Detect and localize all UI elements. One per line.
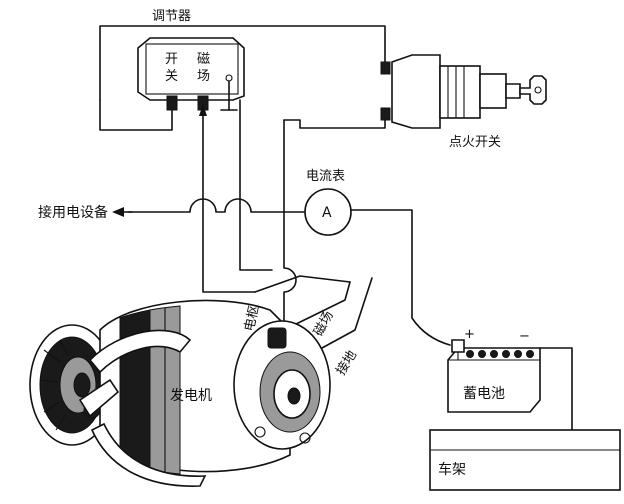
battery [447, 339, 541, 413]
ammeter-label: 电流表 [306, 169, 345, 184]
consumer-arrow [112, 207, 133, 217]
wire-ignition-lower [283, 117, 386, 129]
wire-field-vertical [202, 104, 256, 293]
ignition-terminal-top [380, 61, 391, 75]
vehicle-frame [429, 429, 621, 491]
wire-field-terminal [291, 281, 351, 327]
wire-battery-to-frame [539, 347, 573, 451]
regulator-field-char2: 场 [197, 69, 210, 84]
wire-regulator-left-return [99, 99, 173, 131]
regulator-switch-char1: 开 [165, 52, 178, 67]
regulator-label: 调节器 [152, 9, 191, 24]
consumers-label: 接用电设备 [38, 204, 108, 221]
wire-ignition-to-armature [283, 119, 297, 327]
wire-field-to-loop [254, 275, 351, 293]
wire-switch-vertical [239, 99, 273, 271]
field-label: 磁场 [311, 309, 336, 339]
ground-label: 接地 [333, 348, 360, 379]
regulator-switch-terminal [166, 95, 178, 111]
battery-plus: + [464, 327, 475, 342]
ammeter [304, 188, 352, 236]
generator-label: 发电机 [170, 388, 212, 404]
wire-consumer-bus [127, 198, 306, 213]
generator [29, 299, 331, 487]
armature-label: 电枢 [242, 304, 262, 333]
regulator [137, 37, 245, 116]
battery-label: 蓄电池 [463, 386, 505, 402]
ignition-switch [380, 54, 547, 129]
ignition-terminal-bottom [380, 107, 391, 121]
battery-minus: − [519, 329, 530, 344]
ammeter-symbol: A [322, 205, 332, 221]
wire-regulator-to-ignition [99, 25, 386, 101]
wire-ammeter-to-battery [350, 209, 451, 346]
wiring [99, 25, 573, 451]
regulator-field-char1: 磁 [197, 52, 210, 67]
frame-label: 车架 [438, 461, 466, 478]
ignition-switch-label: 点火开关 [449, 135, 501, 150]
regulator-switch-char2: 关 [165, 69, 178, 84]
